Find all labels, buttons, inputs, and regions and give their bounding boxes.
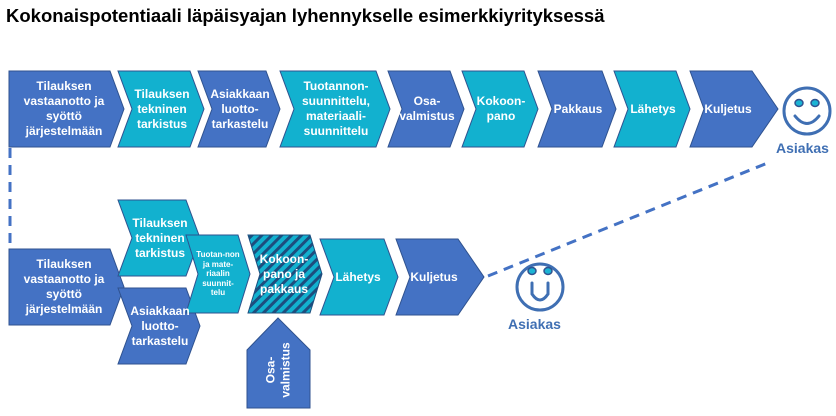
bottom-step-transport: Kuljetus [410, 269, 458, 284]
bottom-technical-check-shape [117, 199, 201, 277]
top-step-shape-5 [387, 70, 465, 148]
bottom-step-assembly-packing: Kokoon- pano ja pakkaus [259, 251, 309, 296]
top-step-shape-6 [461, 70, 539, 148]
top-step-credit-check: Asiakkaan luotto- tarkastelu [210, 86, 270, 131]
bottom-step-technical-check: Tilauksen tekninen tarkistus [132, 215, 188, 260]
top-step-production-planning: Tuotannon- suunnittelu, materiaali- suun… [302, 79, 370, 138]
top-step-shape-8 [613, 70, 691, 148]
bottom-step-shipping: Lähetys [335, 269, 381, 284]
bottom-step-order-intake: Tilauksen vastaanotto ja syöttö järjeste… [23, 257, 105, 316]
top-step-shipping: Lähetys [630, 101, 676, 116]
top-step-packing: Pakkaus [553, 101, 603, 116]
top-step-order-intake: Tilauksen vastaanotto ja syöttö järjeste… [23, 79, 105, 138]
bottom-part-manufacturing-shape [246, 317, 311, 409]
dashed-connector-diagonal [487, 160, 771, 278]
top-step-transport: Kuljetus [704, 101, 752, 116]
bottom-step-credit-check: Asiakkaan luotto- tarkastelu [130, 303, 190, 348]
top-step-shape-7 [537, 70, 617, 148]
bottom-shipping-shape [319, 238, 399, 316]
top-step-shape-1 [8, 70, 125, 148]
diagram-title: Kokonaispotentiaali läpäisyajan lyhennyk… [6, 5, 605, 26]
top-step-shape-2 [117, 70, 205, 148]
bottom-step-part-manufacturing: Osa- valmistus [247, 332, 310, 408]
top-step-shape-4 [279, 70, 391, 148]
top-step-shape-3 [197, 70, 281, 148]
top-step-part-manufacturing: Osa- valmistus [399, 94, 455, 123]
bottom-assembly-packing-shape [247, 234, 323, 314]
top-step-shape-9 [689, 70, 779, 148]
top-step-technical-check: Tilauksen tekninen tarkistus [134, 86, 190, 131]
smiley-face-icon [515, 262, 565, 312]
top-customer-label: Asiakas [776, 140, 829, 156]
bottom-customer-label: Asiakas [508, 316, 561, 332]
bottom-step-part-manufacturing-label: Osa- valmistus [263, 342, 293, 398]
bottom-step-production-planning: Tuotan-non ja mate- riaalin suunnit- tel… [196, 250, 240, 298]
bottom-transport-shape [395, 238, 485, 316]
smiley-face-icon [782, 86, 832, 136]
top-step-assembly: Kokoon- pano [476, 94, 526, 123]
bottom-credit-check-shape [117, 287, 201, 365]
bottom-production-planning-shape [185, 234, 251, 314]
bottom-order-intake-shape [8, 248, 125, 326]
